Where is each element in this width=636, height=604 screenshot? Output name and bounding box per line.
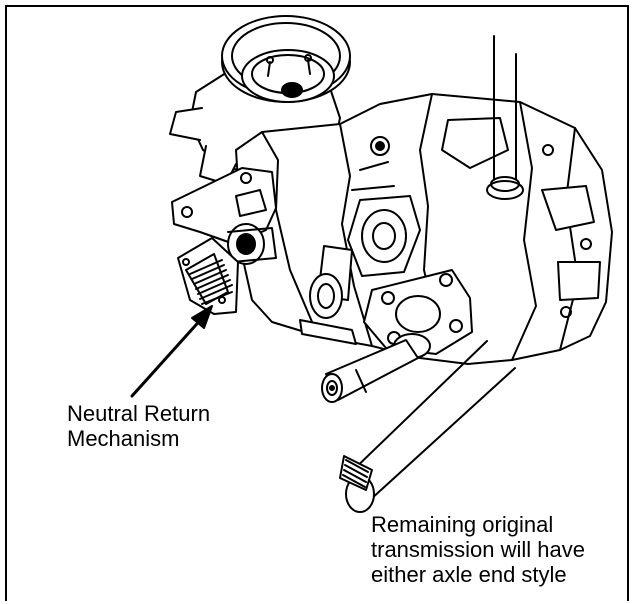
remaining-transmission-label: Remaining original transmission will hav… [371,512,585,587]
neutral-return-label-line-1: Neutral Return [67,401,211,426]
axle-housing [363,269,473,359]
neutral-return-label: Neutral Return Mechanism [67,401,210,451]
figure-frame [5,5,629,601]
control-arm [171,167,277,265]
remaining-transmission-label-line-3: either axle end style [371,562,567,587]
callout-arrow [130,305,213,398]
control-rod [486,35,524,200]
neutral-return-label-line-2: Mechanism [67,426,180,451]
remaining-transmission-label-line-1: Remaining original [371,512,554,537]
neutral-return-mechanism [177,237,239,315]
alternate-splined-axle [339,340,516,513]
remaining-transmission-label-line-2: transmission will have [371,537,585,562]
axle-shaft [321,339,419,403]
